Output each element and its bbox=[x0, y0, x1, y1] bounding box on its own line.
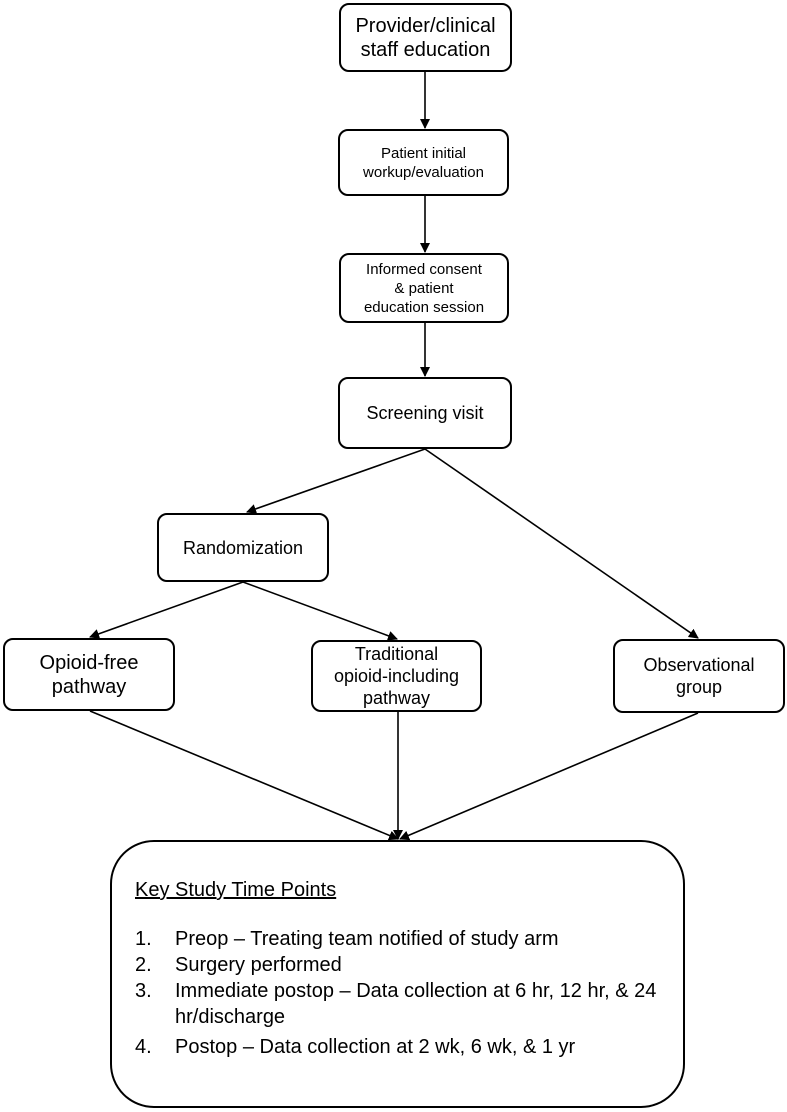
key-point-text: Surgery performed bbox=[175, 954, 342, 976]
key-study-time-points-box: Key Study Time Points 1. Preop – Treatin… bbox=[110, 840, 685, 1108]
node-label-line: staff education bbox=[360, 38, 491, 61]
arrow-opioid-free-to-key-points bbox=[89, 710, 399, 841]
key-point-item: 4. Postop – Data collection at 2 wk, 6 w… bbox=[135, 1034, 683, 1060]
node-patient-workup: Patient initial workup/evaluation bbox=[338, 129, 509, 196]
key-point-number: 3. bbox=[135, 980, 152, 1002]
node-label-line: Traditional bbox=[354, 644, 439, 664]
arrow-observational-to-key-points bbox=[399, 712, 699, 841]
key-point-number: 2. bbox=[135, 954, 152, 976]
node-provider-education: Provider/clinical staff education bbox=[339, 3, 512, 72]
key-point-text: Postop – Data collection at 2 wk, 6 wk, … bbox=[175, 1036, 576, 1058]
node-label-line: Patient initial bbox=[380, 144, 467, 162]
key-point-text: Preop – Treating team notified of study … bbox=[175, 928, 559, 950]
arrow-randomization-to-opioid-free bbox=[89, 581, 244, 639]
key-point-item: 3. Immediate postop – Data collection at… bbox=[135, 978, 683, 1030]
key-point-item: 1. Preop – Treating team notified of stu… bbox=[135, 926, 683, 952]
node-label-line: Provider/clinical bbox=[355, 14, 496, 37]
node-label-line: Randomization bbox=[182, 537, 304, 558]
node-observational-group: Observational group bbox=[613, 639, 785, 713]
node-opioid-free-pathway: Opioid-free pathway bbox=[3, 638, 175, 711]
key-points-list: 1. Preop – Treating team notified of stu… bbox=[135, 926, 683, 1060]
node-label-line: pathway bbox=[51, 675, 127, 698]
node-label-line: Screening visit bbox=[366, 403, 484, 423]
node-label-line: opioid-including bbox=[333, 666, 460, 686]
key-point-item: 2. Surgery performed bbox=[135, 952, 683, 978]
node-label-line: education session bbox=[363, 298, 485, 316]
node-label-line: workup/evaluation bbox=[363, 163, 484, 181]
node-label-line: Informed consent bbox=[366, 260, 482, 278]
key-point-number: 4. bbox=[135, 1036, 152, 1058]
arrow-screening-to-observational bbox=[424, 448, 699, 639]
node-label-line: Observational bbox=[643, 655, 755, 675]
arrow-randomization-to-traditional bbox=[242, 581, 398, 641]
node-label-line: & patient bbox=[394, 279, 454, 297]
node-screening-visit: Screening visit bbox=[338, 377, 512, 449]
node-label-line: group bbox=[675, 677, 723, 697]
node-traditional-pathway: Traditional opioid-including pathway bbox=[311, 640, 482, 712]
key-point-text: Immediate postop – Data collection at 6 … bbox=[175, 980, 657, 1028]
key-points-title: Key Study Time Points bbox=[135, 879, 337, 901]
node-label-line: pathway bbox=[362, 688, 431, 708]
node-label-line: Opioid-free bbox=[39, 651, 139, 674]
node-randomization: Randomization bbox=[157, 513, 329, 582]
node-informed-consent: Informed consent & patient education ses… bbox=[339, 253, 509, 323]
key-point-number: 1. bbox=[135, 928, 152, 950]
arrow-screening-to-randomization bbox=[246, 448, 426, 514]
